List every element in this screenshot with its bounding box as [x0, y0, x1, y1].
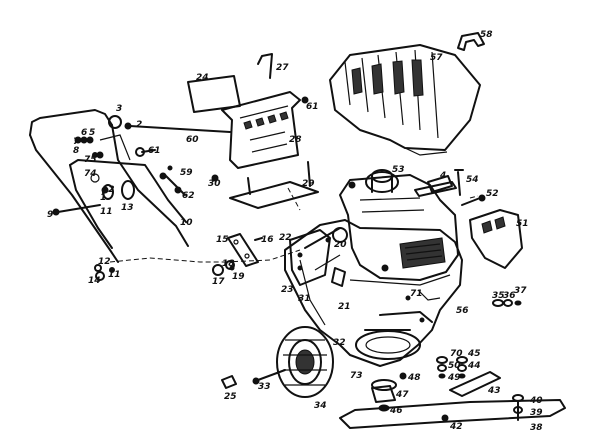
- part-number-labels: 1 2 3 5 6 7 8 9 10 11 11 12 12 13 14 15 …: [47, 30, 543, 433]
- blade-hub: [371, 372, 407, 412]
- label-61a: 61: [148, 146, 161, 156]
- label-31: 31: [298, 294, 311, 304]
- label-7: 7: [73, 137, 80, 147]
- label-25: 25: [224, 392, 237, 402]
- label-11b: 11: [108, 270, 121, 280]
- washers: [492, 299, 522, 307]
- label-54: 54: [466, 175, 479, 185]
- label-36: 36: [503, 291, 516, 301]
- label-57: 57: [430, 53, 443, 63]
- label-58: 58: [480, 30, 493, 40]
- label-59: 59: [180, 168, 193, 178]
- rod: [124, 122, 231, 133]
- hardware-items: [52, 53, 309, 281]
- label-70: 70: [450, 349, 463, 359]
- label-37: 37: [514, 286, 527, 296]
- cutting-blade: [339, 399, 566, 429]
- label-22: 22: [279, 233, 292, 243]
- height-adjust-lever: [227, 233, 263, 267]
- bracket: [229, 161, 319, 209]
- label-8: 8: [73, 146, 79, 156]
- label-32: 32: [333, 338, 346, 348]
- label-43: 43: [487, 386, 501, 396]
- axle-and-cap: [221, 369, 286, 389]
- label-20: 20: [334, 240, 347, 250]
- label-21: 21: [338, 302, 351, 312]
- label-47: 47: [395, 390, 409, 400]
- label-61b: 61: [306, 102, 319, 112]
- label-48: 48: [407, 373, 421, 383]
- label-18: 18: [222, 259, 235, 269]
- label-12b: 12: [98, 257, 111, 267]
- label-12a: 12: [102, 185, 115, 195]
- label-53: 53: [392, 165, 405, 175]
- bar: [414, 181, 457, 197]
- label-60: 60: [186, 135, 199, 145]
- label-5: 5: [89, 128, 95, 138]
- label-19: 19: [232, 272, 245, 282]
- label-17: 17: [212, 277, 225, 287]
- label-35: 35: [492, 291, 505, 301]
- label-44: 44: [467, 361, 481, 371]
- label-4: 4: [439, 171, 446, 181]
- label-42: 42: [449, 422, 463, 432]
- label-30: 30: [208, 179, 221, 189]
- push-handle: [29, 109, 189, 263]
- label-15: 15: [216, 235, 229, 245]
- bag-handle-grip: [457, 32, 485, 51]
- spindle-washers: [436, 356, 468, 379]
- label-50: 50: [448, 361, 461, 371]
- rear-cover: [469, 209, 523, 269]
- engine: [325, 169, 459, 281]
- label-74: 74: [84, 169, 97, 179]
- label-16: 16: [261, 235, 274, 245]
- spark-plug: [454, 169, 464, 196]
- label-28: 28: [289, 135, 302, 145]
- label-27: 27: [276, 63, 289, 73]
- label-11a: 11: [100, 207, 113, 217]
- label-14: 14: [88, 276, 101, 286]
- bolt: [461, 194, 486, 206]
- label-71: 71: [410, 289, 423, 299]
- grass-catcher-bag: [329, 44, 481, 156]
- label-2: 2: [136, 120, 142, 130]
- label-13: 13: [121, 203, 134, 213]
- label-40: 40: [529, 396, 543, 406]
- label-10: 10: [180, 218, 193, 228]
- label-38: 38: [530, 423, 543, 433]
- label-39: 39: [530, 408, 543, 418]
- label-23: 23: [281, 285, 294, 295]
- label-6: 6: [81, 128, 87, 138]
- label-75: 75: [84, 155, 97, 165]
- label-49: 49: [447, 373, 461, 383]
- label-34: 34: [314, 401, 327, 411]
- blade-strip: [449, 371, 501, 397]
- label-3: 3: [116, 104, 122, 114]
- label-9: 9: [47, 210, 53, 220]
- label-29: 29: [302, 179, 315, 189]
- wheel: [276, 326, 334, 398]
- label-51: 51: [516, 219, 529, 229]
- label-56: 56: [456, 306, 469, 316]
- label-1: 1: [100, 193, 106, 203]
- blade-nut: [512, 394, 524, 421]
- label-24: 24: [196, 73, 209, 83]
- rear-deflector: [221, 91, 301, 169]
- label-73: 73: [350, 371, 363, 381]
- side-cover: [289, 229, 331, 286]
- label-62: 62: [182, 191, 195, 201]
- label-52: 52: [486, 189, 499, 199]
- label-45: 45: [467, 349, 481, 359]
- label-46: 46: [389, 406, 403, 416]
- label-33: 33: [258, 382, 271, 392]
